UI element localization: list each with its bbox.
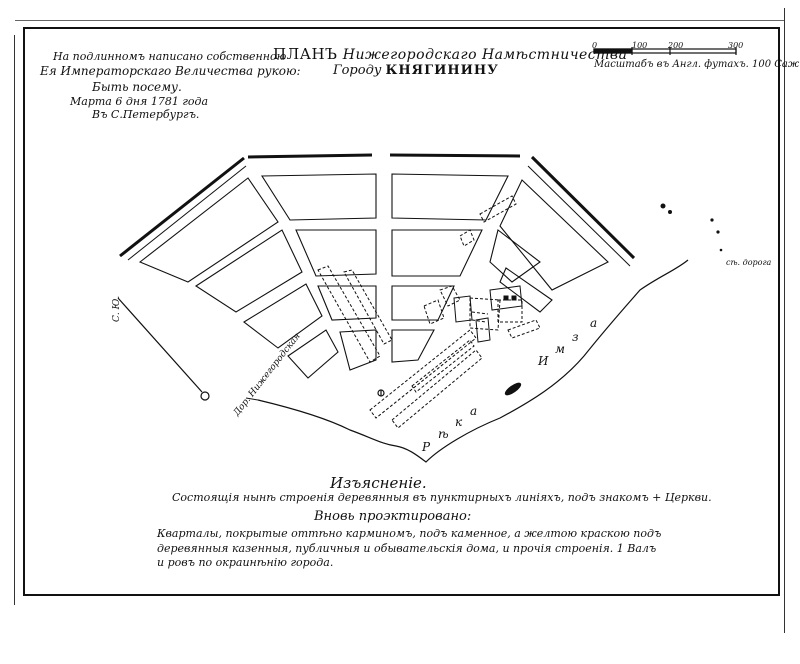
town-outline xyxy=(127,165,631,267)
existing-wooden-buildings xyxy=(317,195,541,429)
town-rampart xyxy=(119,153,636,260)
river-letter-7: з xyxy=(572,330,579,344)
river-letter-6: м xyxy=(555,342,565,356)
margin-marks xyxy=(660,203,723,252)
dedication-line-1: На подлинномъ написано собственною xyxy=(53,50,287,63)
scale-tick-200: 200 xyxy=(668,41,684,50)
river-letter-8: а xyxy=(590,316,598,330)
legend-existing-note: Состоящія нынѣ строенія деревянныя въ пу… xyxy=(172,491,712,504)
title-to-town: Городу xyxy=(333,63,382,78)
central-square-buildings xyxy=(453,285,523,343)
map-title-line1: ПЛАНЪ Нижегородскаго Намѣстничества xyxy=(273,45,627,63)
scale-tick-0: 0 xyxy=(592,41,598,50)
dedication-line-4: Марта 6 дня 1781 года xyxy=(70,95,209,108)
river-letter-4: а xyxy=(470,404,478,418)
river-letter-5: И xyxy=(538,354,549,368)
dedication-line-5: Въ С.Петербургъ. xyxy=(92,108,200,121)
scale-tick-300: 300 xyxy=(728,41,744,50)
legend-title: Изъясненіе. xyxy=(330,474,427,492)
scale-bar xyxy=(593,47,737,55)
legend-new-line-2: деревянныя казенныя, публичныя и обывате… xyxy=(157,542,657,555)
river-letter-1: Р xyxy=(422,440,431,454)
legend-new-title: Вновь проэктировано: xyxy=(314,509,472,524)
page-right-rule xyxy=(784,8,785,633)
title-governorate: Нижегородскаго Намѣстничества xyxy=(342,47,628,63)
page-left-rule xyxy=(14,35,15,605)
right-edge-label: сѣ. дорога xyxy=(726,258,772,267)
city-blocks xyxy=(138,173,609,379)
scale-label: Масштабъ въ Англ. футахъ. 100 Саж. xyxy=(594,59,800,70)
compass-needle xyxy=(117,297,210,401)
page-top-rule xyxy=(15,20,785,21)
church-symbol xyxy=(377,389,385,397)
title-city-name: КНЯГИНИНУ xyxy=(385,63,499,78)
riverbank xyxy=(257,259,689,463)
legend-new-line-1: Кварталы, покрытые оттѣно карминомъ, под… xyxy=(157,527,662,540)
map-title-line2: Городу КНЯГИНИНУ xyxy=(333,63,499,78)
compass-label: С. Ю. xyxy=(112,295,122,322)
river-letter-3: к xyxy=(455,415,463,429)
legend-new-line-3: и ровъ по окраинѣнію города. xyxy=(157,556,334,569)
map-frame xyxy=(23,27,780,596)
title-plan-word: ПЛАНЪ xyxy=(273,45,338,63)
scale-tick-100: 100 xyxy=(632,41,648,50)
river-island xyxy=(504,382,522,396)
river-letter-2: ѣ xyxy=(438,427,449,441)
dedication-line-2: Ея Императорскаго Величества рукою: xyxy=(40,64,301,78)
dedication-line-3: Быть посему. xyxy=(92,80,182,94)
